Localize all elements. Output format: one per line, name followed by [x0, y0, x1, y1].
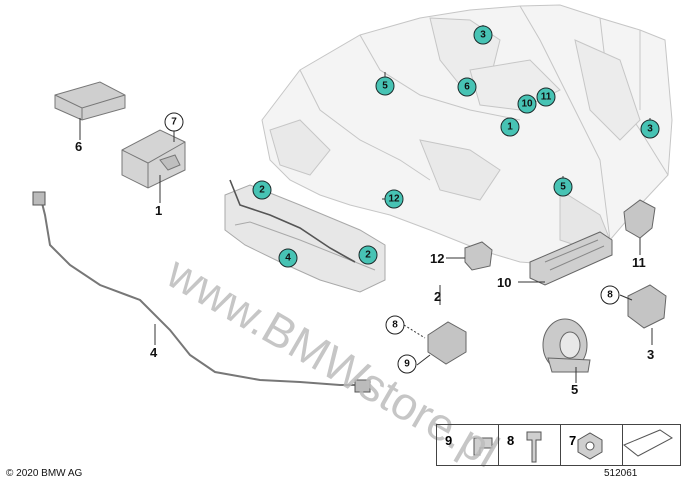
leader-lines — [79, 25, 653, 383]
part-label-11: 11 — [632, 255, 646, 270]
legend-label-7: 7 — [569, 433, 577, 448]
callout-5-right: 5 — [553, 177, 573, 197]
callout-10: 10 — [517, 94, 537, 114]
part-label-10: 10 — [497, 275, 512, 290]
callout-1: 1 — [500, 117, 520, 137]
part-12-sensor — [464, 241, 493, 271]
copyright: © 2020 BMW AG — [6, 468, 83, 479]
car-body-frame — [261, 4, 673, 266]
circle-label-8-right: 8 — [600, 285, 620, 305]
legend-icons — [473, 429, 673, 463]
part-label-12: 12 — [430, 251, 445, 266]
part-11-sensor — [623, 199, 656, 239]
part-label-4: 4 — [150, 345, 158, 360]
callout-3-top: 3 — [473, 25, 493, 45]
part-label-2: 2 — [434, 289, 442, 304]
part-10-bracket — [529, 231, 613, 286]
callout-6: 6 — [457, 77, 477, 97]
legend-label-8: 8 — [507, 433, 515, 448]
part-label-5: 5 — [571, 382, 579, 397]
circle-label-7: 7 — [164, 112, 184, 132]
legend-cell-7: 7 — [561, 425, 623, 465]
bumper-carrier — [224, 184, 386, 293]
legend-cell-9: 9 — [437, 425, 499, 465]
fastener-legend: 9 8 7 — [436, 424, 681, 466]
circle-label-8-left: 8 — [385, 315, 405, 335]
part-4-cable-end-a — [32, 191, 46, 206]
callout-3-right: 3 — [640, 119, 660, 139]
bumper-sensor-cable — [229, 179, 356, 263]
legend-cell-arrow — [623, 425, 679, 465]
callout-2-lower: 2 — [358, 245, 378, 265]
callout-2-upper: 2 — [252, 180, 272, 200]
part-label-6: 6 — [75, 139, 83, 154]
legend-cell-8: 8 — [499, 425, 561, 465]
callout-4: 4 — [278, 248, 298, 268]
callout-12: 12 — [384, 189, 404, 209]
legend-label-9: 9 — [445, 433, 453, 448]
diagram-number: 512061 — [604, 468, 638, 479]
part-4-cable-end-b — [354, 379, 371, 393]
part-3-sensor — [627, 284, 667, 329]
part-5-sensor — [542, 318, 591, 373]
part-1-control-unit — [121, 129, 186, 189]
part-label-3: 3 — [647, 347, 655, 362]
callout-5-left: 5 — [375, 76, 395, 96]
part-6-module — [54, 81, 126, 121]
callout-11: 11 — [536, 87, 556, 107]
part-2-sensor — [427, 321, 467, 365]
part-label-1: 1 — [155, 203, 163, 218]
part-4-cable — [39, 194, 362, 386]
circle-label-9: 9 — [397, 354, 417, 374]
